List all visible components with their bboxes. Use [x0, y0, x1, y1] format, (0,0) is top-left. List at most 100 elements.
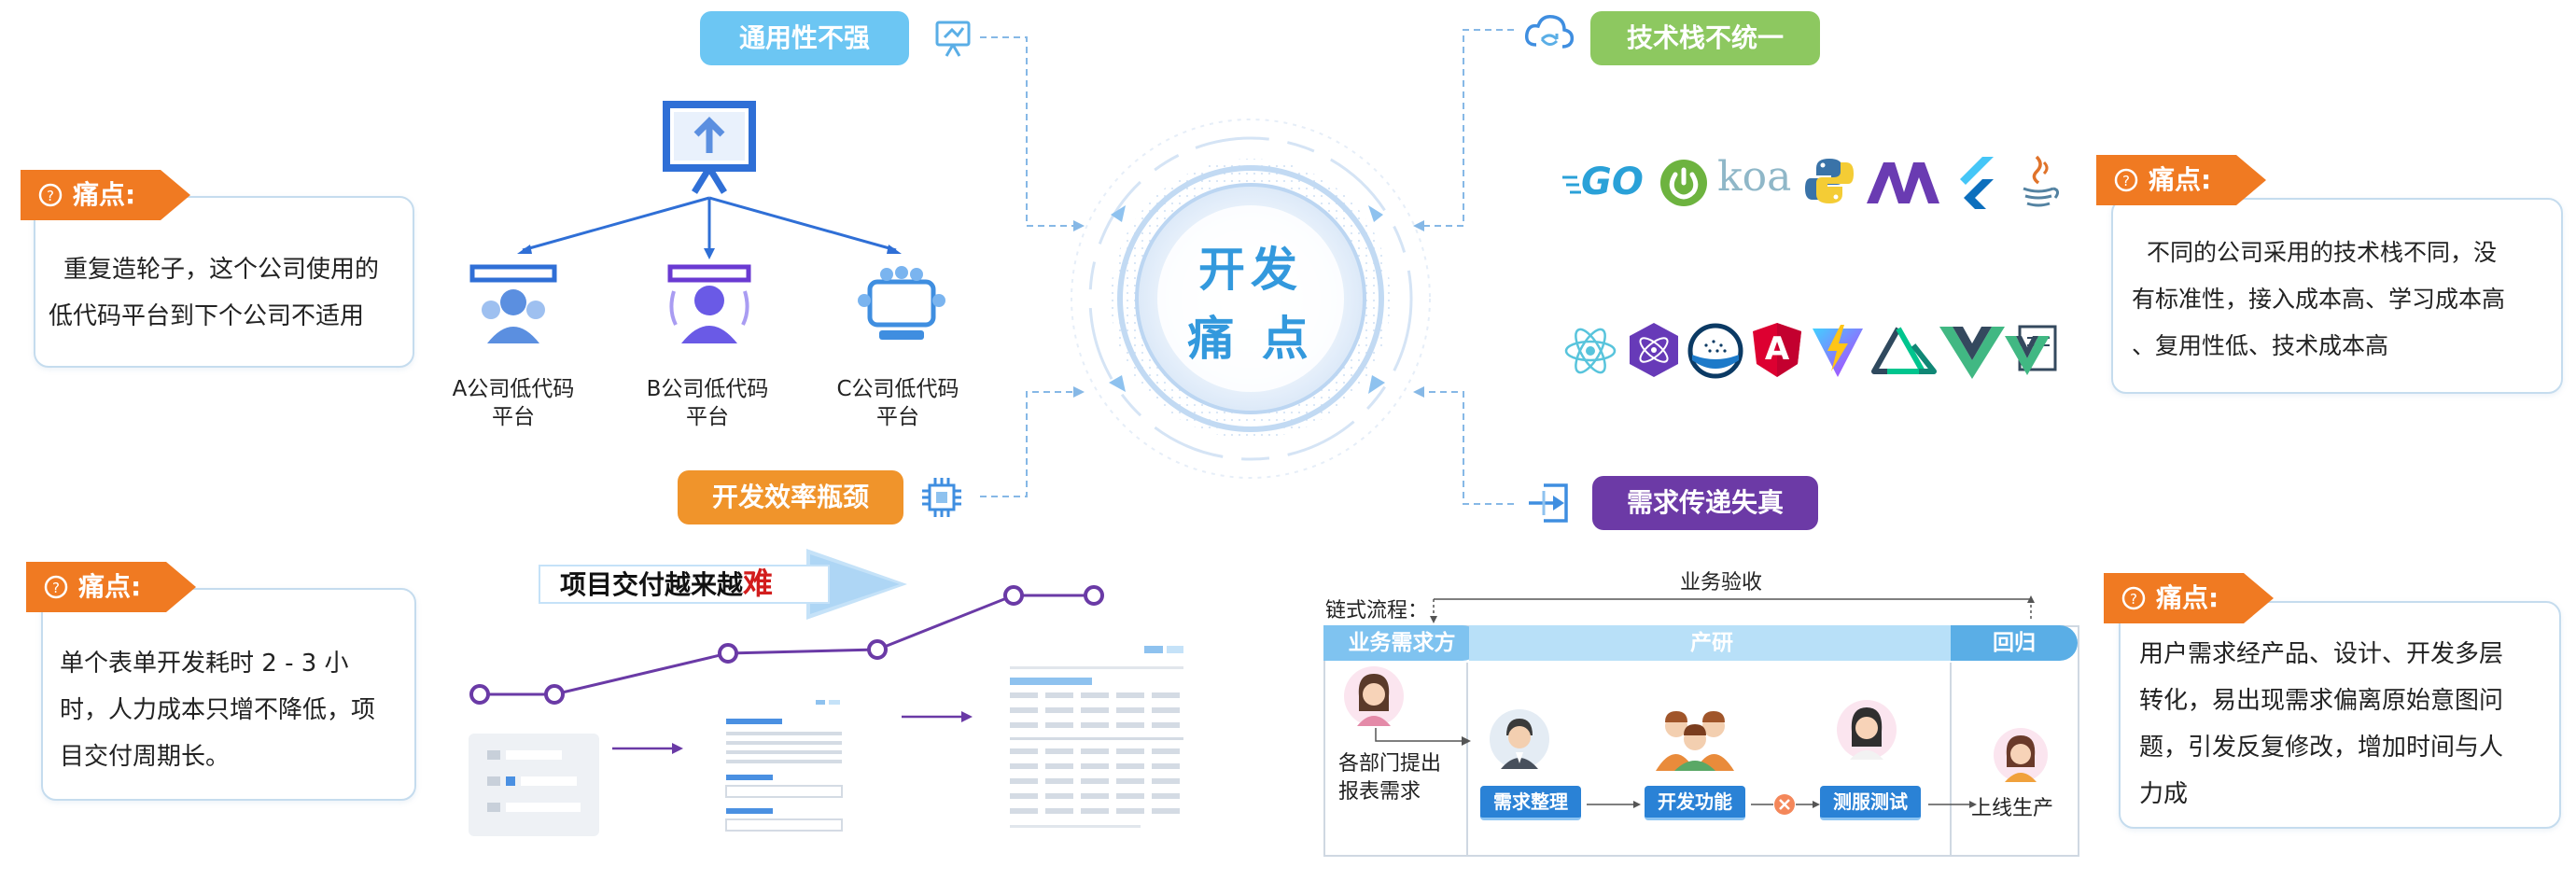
rising-trend-line — [469, 585, 1104, 705]
pain-tag-label: 痛点: — [2156, 582, 2219, 613]
title-general: 通用性不强 — [700, 11, 909, 65]
pain-tag-label: 痛点: — [2149, 164, 2212, 195]
question-icon: ? — [38, 183, 63, 207]
koa-logo-text: koa — [1717, 153, 1792, 201]
flow-arrow — [612, 743, 683, 754]
pain-line: 时，人力成本只增不降低，项 — [60, 696, 376, 724]
developer-avatars — [1656, 711, 1734, 771]
center-title-line1: 开发 — [1198, 243, 1303, 297]
question-icon: ? — [2114, 168, 2138, 192]
delivery-text-highlight: 难 — [743, 566, 774, 601]
platform-label-line: C公司低代码 — [836, 377, 959, 401]
step-develop-feature: 开发功能 — [1645, 786, 1745, 820]
form-mockup-small — [469, 734, 599, 836]
pain-line: 、复用性低、技术成本高 — [2132, 332, 2389, 359]
upload-board-icon — [663, 101, 756, 194]
java-icon — [2023, 155, 2060, 207]
platform-c-icon — [858, 266, 945, 340]
pain-line: 转化，易出现需求偏离原始意图问 — [2139, 687, 2504, 715]
title-tech: 技术栈不统一 — [1590, 11, 1820, 65]
vuepress-icon — [2005, 325, 2057, 375]
delivery-text-prefix: 项目交付越来越 — [560, 569, 744, 600]
platform-a-label: A公司低代码 平台 — [439, 375, 588, 431]
center-title: 开发 痛 点 — [1148, 235, 1353, 373]
requester-text-line: 各部门提出 — [1338, 752, 1442, 776]
step-release-label: 上线生产 — [1971, 797, 2054, 820]
react-icon — [1564, 328, 1617, 374]
pain-tag-general: ? 痛点: — [21, 170, 190, 220]
svg-text:?: ? — [2130, 591, 2137, 608]
vite-icon — [1813, 325, 1863, 377]
tester-avatar — [1837, 700, 1897, 760]
pain-text-general: 重复造轮子，这个公司使用的 低代码平台到下个公司不适用 — [49, 246, 403, 340]
acceptance-bracket — [1430, 595, 2035, 623]
requester-text-line: 报表需求 — [1338, 780, 1421, 804]
pain-tag-tech: ? 痛点: — [2096, 155, 2266, 205]
pain-line: 低代码平台到下个公司不适用 — [49, 302, 365, 330]
analyst-avatar — [1490, 709, 1549, 769]
pain-line: 单个表单开发耗时 2 - 3 小 — [60, 650, 349, 678]
pain-line: 力成 — [2139, 780, 2189, 808]
platform-label-line: B公司低代码 — [646, 377, 769, 401]
flow-head-rd: 产研 — [1469, 625, 1954, 661]
pain-card-requirement — [2119, 601, 2561, 829]
question-icon: ? — [44, 575, 68, 599]
pain-card-tech — [2111, 198, 2563, 394]
platform-b-label: B公司低代码 平台 — [633, 375, 782, 431]
pain-tag-label: 痛点: — [73, 179, 136, 210]
platform-label-line: A公司低代码 — [452, 377, 575, 401]
platform-c-label: C公司低代码 平台 — [823, 375, 973, 431]
platform-b-icon — [667, 264, 751, 343]
pain-line: 重复造轮子，这个公司使用的 — [63, 256, 380, 284]
pain-tag-requirement: ? 痛点: — [2104, 573, 2274, 623]
preact-icon — [1630, 323, 1678, 377]
presentation-icon — [935, 21, 971, 57]
tailwind-icon — [1687, 323, 1743, 379]
pain-card-general — [34, 196, 414, 368]
cloud-sync-icon — [1524, 14, 1575, 49]
delivery-text: 项目交付越来越难 — [560, 564, 773, 603]
question-icon: ? — [2121, 586, 2146, 610]
pain-tag-label: 痛点: — [78, 571, 142, 602]
nestjs-icon — [1867, 162, 1939, 203]
flow-head-requester: 业务需求方 — [1323, 625, 1480, 661]
pain-text-tech: 不同的公司采用的技术栈不同，没 有标准性，接入成本高、学习成本高 、复用性低、技… — [2132, 230, 2552, 370]
title-requirement: 需求传递失真 — [1592, 476, 1818, 530]
requester-text: 各部门提出 报表需求 — [1338, 750, 1441, 806]
pain-text-requirement: 用户需求经产品、设计、开发多层 转化，易出现需求偏离原始意图问 题，引发反复修改… — [2139, 631, 2550, 818]
chip-icon — [922, 478, 961, 517]
release-avatar — [1994, 728, 2048, 782]
flow-chain-label: 链式流程： — [1325, 599, 1429, 622]
go-logo-text: GO — [1581, 161, 1644, 203]
requester-arrow — [1375, 728, 1471, 746]
pain-tag-efficiency: ? 痛点: — [26, 562, 196, 612]
center-title-line2: 痛 点 — [1187, 312, 1314, 366]
angular-icon: A — [1751, 321, 1803, 379]
flow-head-regression: 回归 — [1951, 625, 2078, 661]
flutter-icon — [1960, 157, 1994, 209]
step-arrows — [1587, 794, 1977, 815]
center-ring-graphic — [1071, 119, 1431, 479]
python-icon — [1805, 159, 1854, 203]
form-mockup-medium — [725, 700, 843, 832]
platform-label-line: 平台 — [686, 405, 729, 429]
nuxt-icon — [1871, 327, 1937, 374]
flow-arrow — [902, 711, 973, 722]
svg-text:?: ? — [47, 188, 54, 204]
vue-icon — [1939, 327, 2005, 379]
step-test-server: 测服测试 — [1820, 786, 1921, 820]
requester-avatar — [1344, 666, 1404, 726]
pain-line: 不同的公司采用的技术栈不同，没 — [2147, 239, 2498, 266]
svg-text:?: ? — [52, 580, 60, 596]
pain-line: 目交付周期长。 — [60, 743, 231, 771]
flow-acceptance-label: 业务验收 — [1680, 571, 1763, 594]
go-icon: GO — [1561, 157, 1648, 209]
form-mockup-large — [1010, 646, 1183, 828]
spring-icon — [1660, 160, 1707, 206]
pain-line: 有标准性，接入成本高、学习成本高 — [2132, 286, 2506, 313]
pain-line: 题，引发反复修改，增加时间与人 — [2139, 734, 2504, 762]
delivery-arrow-graphic — [539, 549, 907, 620]
pain-text-efficiency: 单个表单开发耗时 2 - 3 小 时，人力成本只增不降低，项 目交付周期长。 — [60, 640, 405, 780]
platform-branch-lines — [517, 196, 902, 259]
